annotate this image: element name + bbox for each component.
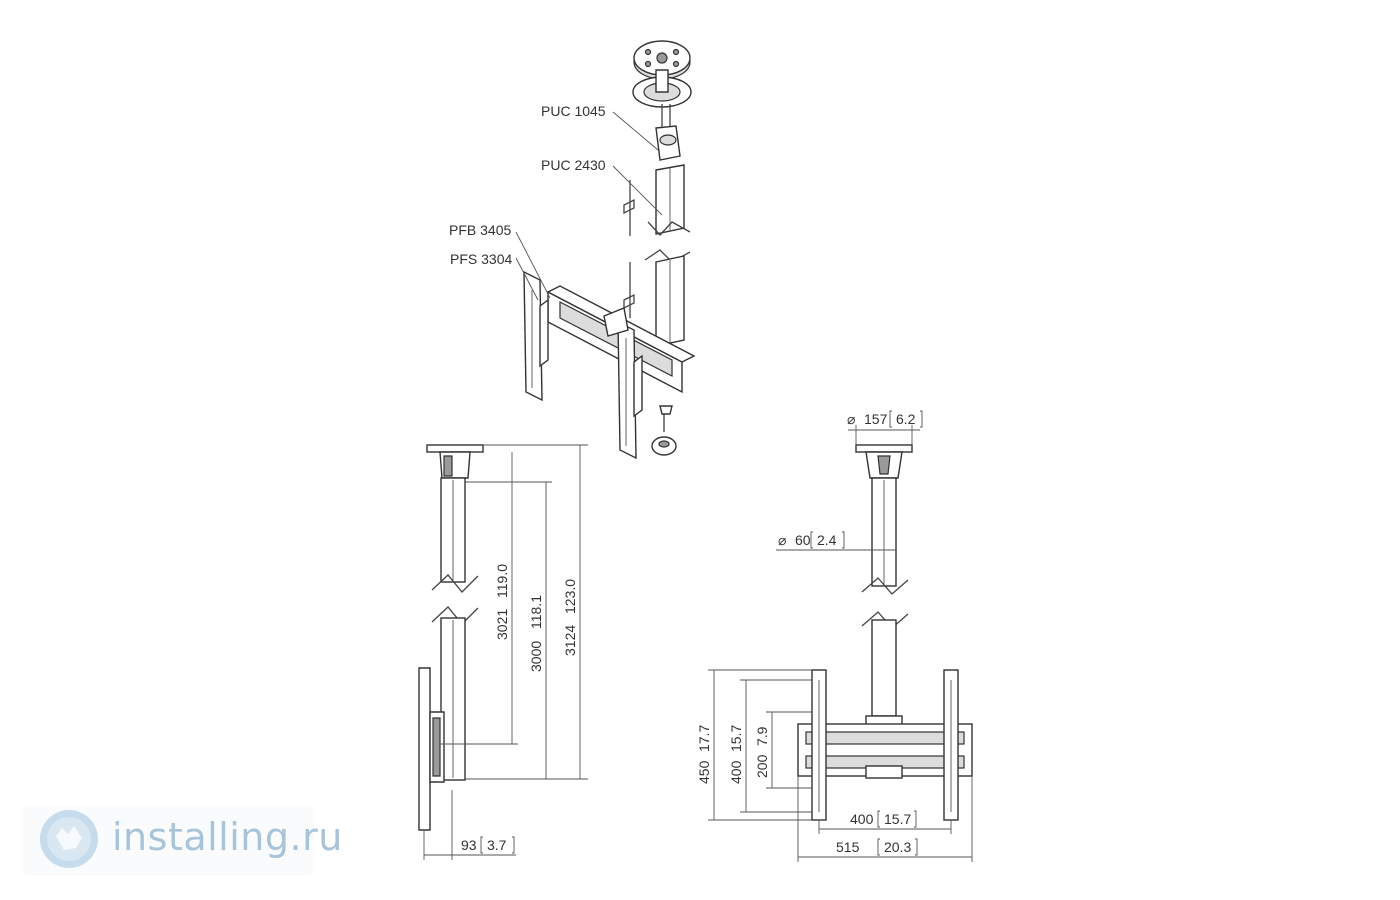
dim-200-in: 7.9 xyxy=(754,726,770,746)
dim-60-in: 2.4 xyxy=(817,532,837,548)
dim-400-v-in: 15.7 xyxy=(728,725,744,752)
dim-157-in: 6.2 xyxy=(896,411,916,427)
label-puc1045: PUC 1045 xyxy=(541,103,606,119)
dim-450-in: 17.7 xyxy=(696,725,712,752)
display-strip-right xyxy=(617,320,637,460)
front-column-lower xyxy=(871,619,897,717)
dim-157: 157 xyxy=(864,411,888,427)
diameter-symbol-60: ⌀ xyxy=(778,532,786,548)
dim-515: 515 xyxy=(836,839,860,855)
side-display-strip xyxy=(418,667,431,831)
dim-450: 450 xyxy=(696,760,712,784)
dim-400-h: 400 xyxy=(850,811,874,827)
dim-200: 200 xyxy=(754,754,770,778)
side-ceiling-plate xyxy=(426,444,484,453)
dim-3124: 3124 xyxy=(562,625,578,656)
dim-515-in: 20.3 xyxy=(884,839,911,855)
dim-400-h-in: 15.7 xyxy=(884,811,911,827)
dim-3021-in: 119.0 xyxy=(494,564,510,598)
inch-brackets xyxy=(480,410,923,856)
dim-93-in: 3.7 xyxy=(487,837,507,853)
exploded-view xyxy=(515,40,696,460)
side-view xyxy=(418,444,588,860)
front-ceiling-plate xyxy=(855,444,913,453)
dim-3021: 3021 xyxy=(494,609,510,640)
dim-60: 60 xyxy=(795,532,811,548)
dim-3124-in: 123.0 xyxy=(562,579,578,614)
dim-400-v: 400 xyxy=(728,760,744,784)
label-puc2430: PUC 2430 xyxy=(541,157,606,173)
watermark-text: installing.ru xyxy=(112,815,343,859)
dim-93: 93 xyxy=(461,837,477,853)
display-strip-left xyxy=(523,270,543,402)
front-view xyxy=(708,425,973,862)
diameter-symbol-157: ⌀ xyxy=(847,411,855,427)
watermark-logo-icon xyxy=(40,810,98,868)
dim-3000-in: 118.1 xyxy=(528,595,544,629)
dim-3000: 3000 xyxy=(528,641,544,672)
label-pfs3304: PFS 3304 xyxy=(450,251,512,267)
label-pfb3405: PFB 3405 xyxy=(449,222,511,238)
